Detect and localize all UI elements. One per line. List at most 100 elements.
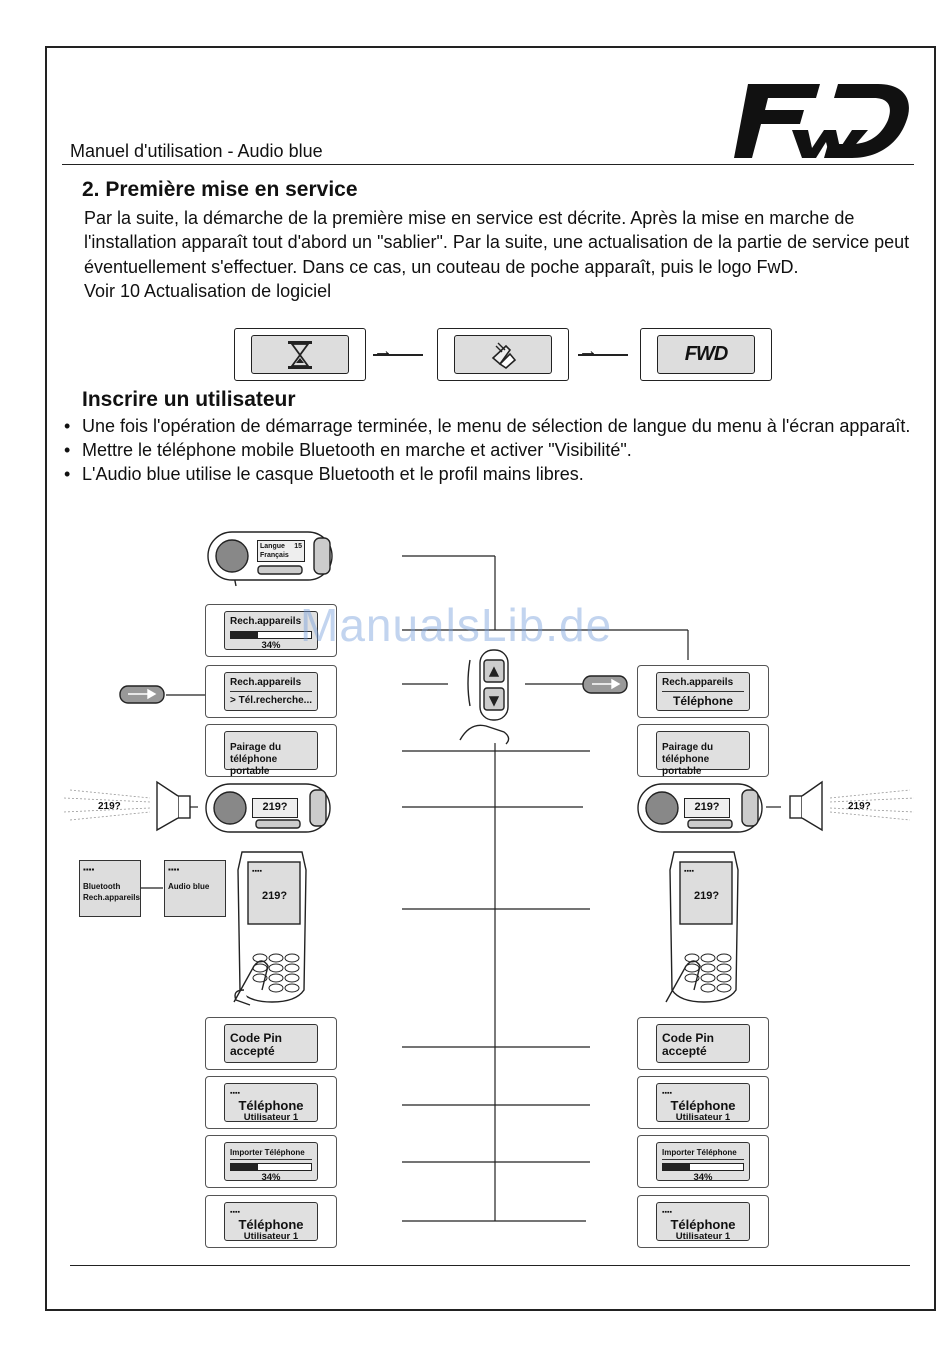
flow-screen (454, 335, 552, 374)
lcd-screen: Pairage du téléphone portable (224, 731, 318, 777)
progress-percent: 34% (261, 640, 281, 651)
import-title: Importer Téléphone (230, 1147, 312, 1160)
bullet-item: Une fois l'opération de démarrage termin… (64, 414, 924, 438)
flow-screen: FWD (657, 335, 755, 374)
pairing-line-2: téléphone portable (230, 754, 278, 777)
bullet-item: Mettre le téléphone mobile Bluetooth en … (64, 438, 924, 462)
pairing-line-1: Pairage du (662, 742, 714, 753)
import-bar (230, 1163, 312, 1171)
user-title: Téléphone (238, 1217, 304, 1232)
pin-prompt-screen: 219? (252, 798, 298, 818)
user-sub: Utilisateur 1 (243, 1112, 299, 1123)
user-card: ▪▪▪▪ Téléphone Utilisateur 1 (637, 1076, 769, 1129)
import-percent: 34% (693, 1172, 713, 1183)
search-title: Rech.appareils (230, 677, 302, 688)
menu-bluetooth: Bluetooth (83, 882, 121, 891)
import-bar (662, 1163, 744, 1171)
menu-audio-blue: Audio blue (168, 882, 210, 891)
flow-step-logo: FWD (640, 328, 772, 381)
import-fill (663, 1164, 691, 1170)
page-frame (45, 46, 936, 1311)
lcd-screen: Rech.appareils 34% (224, 611, 318, 651)
fwd-logo-small: FWD (684, 343, 729, 365)
pairing-line-2: téléphone portable (662, 754, 710, 777)
watermark: ManualsLib.de (300, 599, 613, 651)
manual-title: Manuel d'utilisation - Audio blue (70, 141, 323, 161)
signal-icon: ▪▪▪▪ (83, 865, 95, 874)
menu-rech: Rech.appareils (83, 893, 140, 902)
see-also-link: Voir 10 Actualisation de logiciel (84, 280, 332, 301)
signal-icon: ▪▪▪▪ (662, 1209, 672, 1216)
signal-icon: ▪▪▪▪ (662, 1090, 672, 1097)
phone-pin-prompt: 219? (262, 890, 288, 902)
search-title: Rech.appareils (230, 616, 302, 627)
lcd-screen: ▪▪▪▪ Téléphone Utilisateur 1 (224, 1083, 318, 1123)
hourglass-icon (288, 340, 312, 369)
lcd-screen: Pairage du téléphone portable (656, 731, 750, 777)
phone-menu-audio: ▪▪▪▪ Audio blue (164, 860, 226, 917)
pin-ok-line-1: Code Pin (230, 1031, 283, 1045)
lcd-screen: ▪▪▪▪ Téléphone Utilisateur 1 (224, 1202, 318, 1242)
intro-paragraph: Par la suite, la démarche de la première… (84, 206, 924, 303)
language-title: Langue (260, 543, 285, 550)
register-bullets: Une fois l'opération de démarrage termin… (64, 414, 924, 486)
import-card: Importer Téléphone 34% (205, 1135, 337, 1188)
lcd-screen: Rech.appareils Téléphone (656, 672, 750, 711)
signal-icon: ▪▪▪▪ (168, 865, 180, 874)
pairing-card: Pairage du téléphone portable (205, 724, 337, 777)
language-number: 15 (294, 543, 302, 550)
import-title: Importer Téléphone (662, 1147, 744, 1160)
progress-fill (231, 632, 259, 638)
pin-sound-label: 219? (98, 801, 121, 812)
tel-found-card: Rech.appareils Téléphone (637, 665, 769, 718)
flow-line (578, 354, 628, 356)
section-title: 2. Première mise en service (82, 178, 358, 201)
lcd-screen: Code Pin accepté (656, 1024, 750, 1063)
search-progress-card: Rech.appareils 34% (205, 604, 337, 657)
signal-icon: ▪▪▪▪ (684, 868, 694, 875)
user-final-card: ▪▪▪▪ Téléphone Utilisateur 1 (205, 1195, 337, 1248)
flow-step-knife (437, 328, 569, 381)
progress-bar (230, 631, 312, 639)
user-sub: Utilisateur 1 (675, 1231, 731, 1242)
import-fill (231, 1164, 259, 1170)
pocket-knife-icon (491, 342, 517, 369)
import-card: Importer Téléphone 34% (637, 1135, 769, 1188)
language-value: Français (260, 552, 289, 559)
intro-text: Par la suite, la démarche de la première… (84, 208, 910, 277)
user-sub: Utilisateur 1 (243, 1231, 299, 1242)
flow-line (373, 354, 423, 356)
register-title: Inscrire un utilisateur (82, 388, 296, 411)
pin-accepted-card: Code Pin accepté (637, 1017, 769, 1070)
user-card: ▪▪▪▪ Téléphone Utilisateur 1 (205, 1076, 337, 1129)
pairing-card: Pairage du téléphone portable (637, 724, 769, 777)
footer-rule (70, 1265, 910, 1266)
language-screen: Langue 15 Français (257, 540, 305, 562)
flow-arrow-1: → (373, 340, 393, 362)
tel-search-item: > Tél.recherche... (230, 691, 312, 707)
pin-accepted-card: Code Pin accepté (205, 1017, 337, 1070)
lcd-screen: Importer Téléphone 34% (224, 1142, 318, 1183)
signal-icon: ▪▪▪▪ (252, 868, 262, 875)
flow-arrow-2: → (578, 340, 598, 362)
tel-label: Téléphone (672, 694, 733, 708)
pairing-line-1: Pairage du (230, 742, 282, 753)
bullet-item: L'Audio blue utilise le casque Bluetooth… (64, 462, 924, 486)
user-title: Téléphone (670, 1217, 736, 1232)
flow-step-hourglass (234, 328, 366, 381)
tel-search-text: Tél.recherche... (238, 695, 312, 706)
signal-icon: ▪▪▪▪ (230, 1209, 240, 1216)
signal-icon: ▪▪▪▪ (230, 1090, 240, 1097)
lcd-screen: ▪▪▪▪ Téléphone Utilisateur 1 (656, 1202, 750, 1242)
search-title: Rech.appareils (662, 677, 744, 692)
pin-ok-line-1: Code Pin (662, 1031, 715, 1045)
lcd-screen: Code Pin accepté (224, 1024, 318, 1063)
user-title: Téléphone (238, 1098, 304, 1113)
pin-sound-label: 219? (848, 801, 871, 812)
tel-search-card: Rech.appareils > Tél.recherche... (205, 665, 337, 718)
phone-pin-prompt: 219? (694, 890, 720, 902)
pin-prompt-screen: 219? (684, 798, 730, 818)
lcd-screen: Rech.appareils > Tél.recherche... (224, 672, 318, 711)
user-sub: Utilisateur 1 (675, 1112, 731, 1123)
lcd-screen: Importer Téléphone 34% (656, 1142, 750, 1183)
